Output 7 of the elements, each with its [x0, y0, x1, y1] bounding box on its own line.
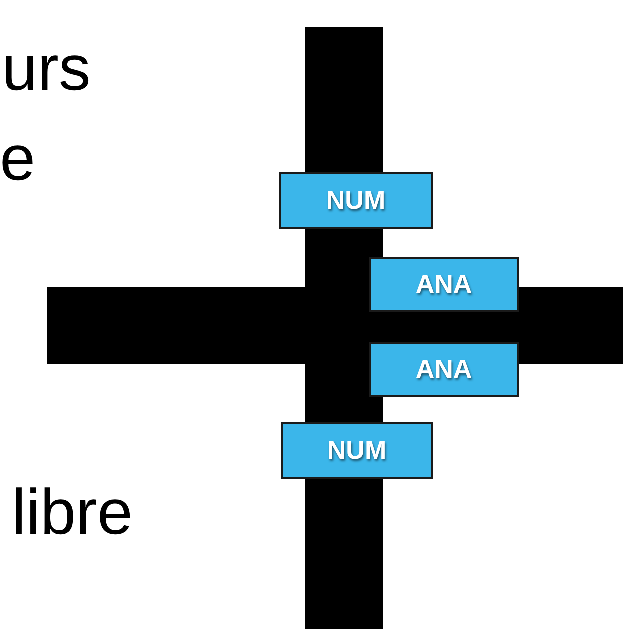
- label-box: ANA: [369, 342, 519, 397]
- label-box: NUM: [279, 172, 433, 229]
- text-fragment: e: [0, 126, 36, 190]
- label-box: NUM: [281, 422, 433, 479]
- text-fragment: urs: [2, 36, 91, 100]
- text-fragment: libre: [12, 480, 133, 544]
- label-box: ANA: [369, 257, 519, 312]
